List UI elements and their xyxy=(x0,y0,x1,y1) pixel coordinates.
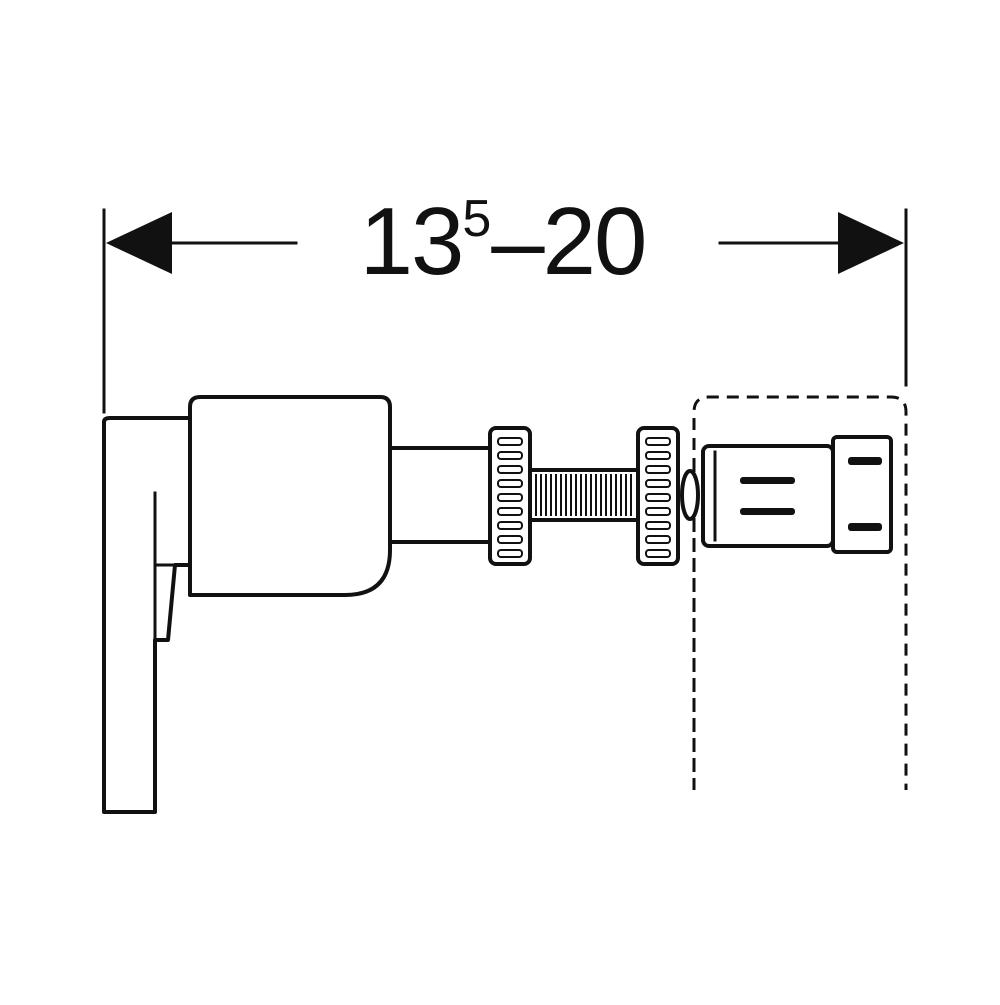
nut-knurl xyxy=(645,465,671,474)
nut-knurl xyxy=(497,507,523,516)
nut-knurl xyxy=(497,437,523,446)
dimension-label: 135–20 xyxy=(300,182,705,302)
threaded-rod xyxy=(528,468,642,522)
mounting-bracket xyxy=(102,416,192,814)
nut-knurl xyxy=(645,507,671,516)
nut-knurl xyxy=(497,451,523,460)
nut-knurl xyxy=(497,535,523,544)
nut-knurl xyxy=(497,549,523,558)
left-arrowhead xyxy=(106,212,172,274)
nut-knurl xyxy=(497,479,523,488)
dimension-superscript: 5 xyxy=(462,190,492,248)
nut-knurl xyxy=(645,479,671,488)
lock-nut-right xyxy=(636,426,680,566)
right-arrowhead xyxy=(838,212,904,274)
nut-knurl xyxy=(645,549,671,558)
nut-knurl xyxy=(645,451,671,460)
dimension-separator: – xyxy=(491,188,544,295)
nut-knurl xyxy=(645,521,671,530)
nut-knurl xyxy=(497,465,523,474)
lock-nut-left xyxy=(488,426,532,566)
nut-knurl xyxy=(645,437,671,446)
valve-housing xyxy=(188,395,392,597)
coupling-joint xyxy=(680,469,700,521)
dimension-end: 20 xyxy=(542,188,648,295)
nut-knurl xyxy=(497,493,523,502)
dimension-main: 13 xyxy=(359,188,465,295)
nut-knurl xyxy=(645,535,671,544)
nut-knurl xyxy=(645,493,671,502)
end-adapter xyxy=(701,435,893,554)
nut-knurl xyxy=(497,521,523,530)
extension-envelope xyxy=(692,395,908,790)
spindle-pipe xyxy=(388,446,492,544)
